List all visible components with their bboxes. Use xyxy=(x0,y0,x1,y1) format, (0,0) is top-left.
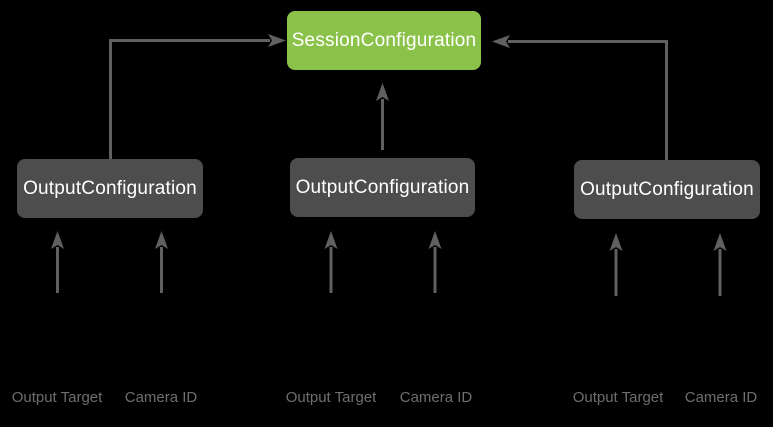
arrow-up-icon xyxy=(376,83,389,150)
elbow-arrow-left-icon xyxy=(492,35,668,160)
arrow-up-icon xyxy=(609,233,623,296)
arrow-up-icon xyxy=(324,231,338,293)
output-configuration-box-2: OutputConfiguration xyxy=(290,158,475,217)
camera-id-label-1: Camera ID xyxy=(124,389,198,406)
output-configuration-box-1: OutputConfiguration xyxy=(17,159,203,218)
elbow-arrow-right-icon xyxy=(109,34,286,159)
arrow-up-icon xyxy=(428,231,442,293)
session-configuration-box: SessionConfiguration xyxy=(287,11,481,70)
output-target-label-3: Output Target xyxy=(572,389,664,406)
output-configuration-box-3: OutputConfiguration xyxy=(574,160,760,219)
arrow-up-icon xyxy=(713,233,727,296)
camera-id-label-3: Camera ID xyxy=(684,389,758,406)
output-target-label-2: Output Target xyxy=(285,389,377,406)
output-target-label-1: Output Target xyxy=(11,389,103,406)
arrow-up-icon xyxy=(51,231,64,293)
arrow-up-icon xyxy=(155,231,168,293)
camera-id-label-2: Camera ID xyxy=(399,389,473,406)
